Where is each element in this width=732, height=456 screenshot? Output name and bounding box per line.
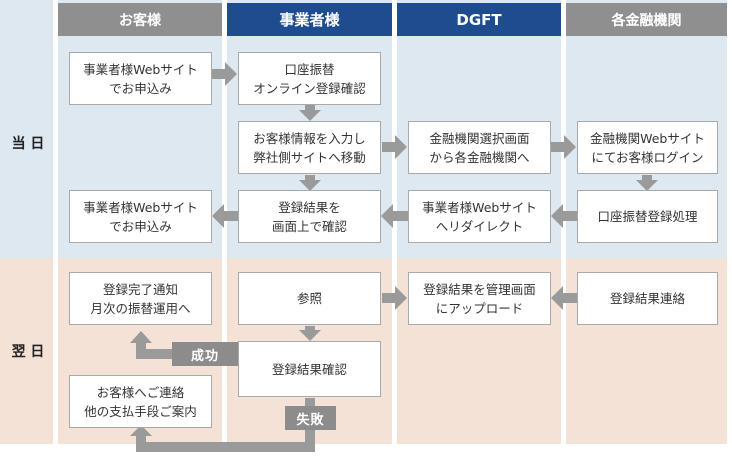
- arrow-down: [299, 104, 321, 121]
- failure-tag: 失敗: [285, 406, 336, 430]
- customer-apply-box-2: 事業者様Webサイト でお申込み: [69, 190, 212, 243]
- bank-select-box: 金融機関選択画面 から各金融機関へ: [408, 121, 551, 174]
- customer-apply-box: 事業者様Webサイト でお申込み: [69, 52, 212, 105]
- column-divider: [392, 0, 397, 444]
- header-dgft: DGFT: [397, 3, 561, 36]
- arrow-right: [382, 286, 407, 310]
- transfer-registration-box: 口座振替登録処理: [577, 190, 718, 243]
- upload-result-box: 登録結果を管理画面 にアップロード: [408, 272, 551, 325]
- day-label-today: 当 日: [11, 136, 45, 152]
- arrow-left: [212, 204, 238, 228]
- result-notify-box: 登録結果連絡: [577, 272, 718, 325]
- header-business: 事業者様: [227, 3, 392, 36]
- registration-complete-box: 登録完了通知 月次の振替運用へ: [69, 272, 212, 325]
- input-info-box: お客様情報を入力し 弊社側サイトへ移動: [238, 121, 381, 174]
- arrow-down: [299, 175, 321, 191]
- arrow-right: [551, 135, 576, 159]
- column-divider: [727, 0, 732, 444]
- arrow-down: [636, 175, 658, 191]
- arrow-left: [551, 286, 578, 310]
- arrow-down: [299, 326, 321, 341]
- arrow-up: [130, 331, 152, 359]
- day-label-next: 翌 日: [11, 344, 45, 360]
- online-confirm-box: 口座振替 オンライン登録確認: [238, 52, 381, 105]
- column-divider: [222, 0, 227, 444]
- arrow-left: [551, 204, 578, 228]
- refer-box: 参照: [238, 272, 381, 325]
- arrow-left: [381, 204, 408, 228]
- arrow-right: [382, 135, 407, 159]
- failure-line-left: [136, 442, 315, 452]
- arrow-up: [130, 425, 152, 452]
- customer-contact-box: お客様へご連絡 他の支払手段ご案内: [69, 375, 212, 428]
- arrow-right: [212, 62, 237, 86]
- redirect-box: 事業者様Webサイト へリダイレクト: [408, 190, 551, 243]
- header-banks: 各金融機関: [566, 3, 727, 36]
- column-divider: [561, 0, 566, 444]
- bank-login-box: 金融機関Webサイト にてお客様ログイン: [577, 121, 718, 174]
- column-divider: [53, 0, 58, 444]
- success-tag: 成功: [172, 342, 238, 366]
- header-customer: お客様: [58, 3, 222, 36]
- result-check-box: 登録結果確認: [238, 341, 381, 397]
- result-confirm-box: 登録結果を 画面上で確認: [238, 190, 381, 243]
